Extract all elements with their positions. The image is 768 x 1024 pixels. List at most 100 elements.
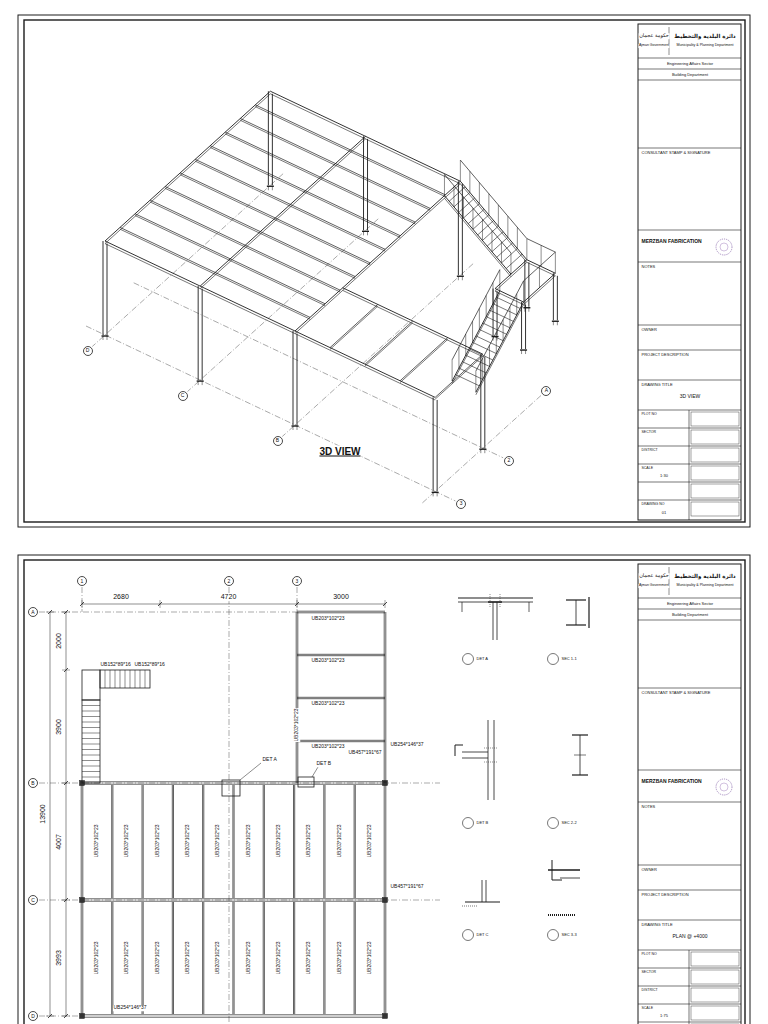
anchor-bolt	[433, 492, 434, 496]
joist	[354, 785, 355, 898]
main-beam	[82, 784, 385, 785]
stair-tread	[456, 375, 480, 386]
grid-label: D	[31, 1014, 35, 1019]
handrail-post	[526, 239, 527, 260]
main-beam	[82, 1014, 385, 1015]
member-size: UB203*102*23	[125, 824, 131, 858]
detail-bolt	[484, 762, 498, 763]
platform-beam	[297, 740, 385, 741]
company-name: MERZBAN FABRICATION	[641, 239, 702, 245]
steel-beam	[270, 91, 460, 181]
handrail-post	[541, 245, 542, 266]
detail-member	[494, 720, 495, 800]
title-block-field: NOTES	[641, 265, 656, 269]
steel-joist	[400, 339, 448, 382]
dimension: 2000	[55, 633, 63, 650]
title-block-rule	[638, 770, 741, 771]
detail-member	[488, 720, 489, 800]
member-size: UB203*102*23	[155, 824, 161, 858]
anchor-bolt	[363, 231, 364, 235]
grid-bubble: B	[28, 778, 38, 788]
joist	[263, 785, 264, 898]
steel-column	[198, 286, 199, 380]
stair-tread	[125, 670, 126, 688]
handrail-post	[460, 160, 461, 181]
title-block-field: NOTES	[641, 805, 656, 809]
member-size: UB203*102*23	[276, 941, 282, 975]
stair-tread	[82, 766, 100, 767]
grid-bubble-circle	[29, 1012, 38, 1021]
steel-column	[363, 136, 364, 230]
steel-joist	[240, 118, 430, 208]
dimension-tick	[297, 600, 298, 608]
grid-bubble-circle	[78, 577, 87, 586]
company-logo	[720, 783, 728, 791]
steel-beam	[270, 94, 460, 184]
dimension-line	[66, 612, 67, 1016]
joist	[203, 902, 204, 1014]
joist	[232, 785, 233, 898]
detail-plate	[465, 901, 500, 902]
title-block-rule	[638, 58, 741, 59]
steel-column	[462, 184, 463, 275]
title-block-rule	[638, 950, 741, 951]
member-size: UB203*102*23	[367, 824, 373, 858]
member-size: UB203*102*23	[307, 824, 313, 858]
title-block-text: Building Department	[671, 72, 708, 76]
handrail-post	[465, 334, 466, 355]
stair-landing	[82, 670, 100, 700]
member-size: UB203*102*23	[311, 616, 345, 622]
member-size: UB203*102*23	[294, 708, 300, 742]
member-size: UB203*102*23	[216, 824, 222, 858]
dimension: 13900	[39, 804, 47, 824]
stair-tread	[82, 711, 100, 712]
handrail-post	[498, 205, 499, 226]
title-block-field: SECTOR	[641, 971, 657, 975]
joist	[112, 902, 113, 1014]
steel-frame-3d	[102, 91, 559, 496]
handrail-post	[499, 270, 500, 291]
main-beam	[82, 781, 385, 782]
member-size: UB203*102*23	[276, 824, 282, 858]
grid-line	[187, 219, 378, 392]
title-block-rule	[638, 1022, 741, 1023]
title-block-rule	[638, 620, 741, 621]
stair-stringer	[460, 184, 527, 263]
stair-tread	[82, 716, 100, 717]
handrail-post	[555, 252, 556, 273]
detail-title: SEC 3-3	[561, 933, 577, 937]
grid-bubble-circle	[504, 456, 513, 465]
detail-bubble	[463, 818, 474, 829]
detail-bubble	[548, 654, 559, 665]
title-block-rule	[638, 410, 741, 411]
grid-label: C	[181, 393, 185, 398]
dimension-tick	[46, 612, 54, 613]
detail-member	[572, 734, 588, 735]
detail-callout: DET A	[262, 757, 277, 763]
title-block-field: SCALE	[641, 467, 653, 471]
detail-member	[493, 602, 494, 640]
handrail-post	[488, 194, 489, 215]
detail-member	[486, 880, 487, 902]
grid-bubble: A	[28, 607, 38, 617]
grid-line	[39, 1016, 82, 1017]
steel-column	[272, 94, 273, 185]
grid-line	[134, 283, 503, 458]
platform-beam	[297, 655, 385, 656]
stair-tread	[82, 722, 100, 723]
steel-column	[268, 91, 269, 185]
title-block-field: DISTRICT	[641, 449, 658, 453]
detail-title: SEC 2-2	[561, 821, 577, 825]
detail-member	[462, 602, 463, 612]
sheet-border	[18, 15, 750, 527]
stair-stringer	[452, 293, 500, 383]
steel-column	[202, 289, 203, 380]
member-size: UB203*102*23	[185, 941, 191, 975]
stair-tread	[82, 733, 100, 734]
detail-angle	[455, 745, 456, 756]
grid-line	[82, 587, 83, 612]
joist	[142, 902, 143, 1014]
company-name: MERZBAN FABRICATION	[641, 779, 702, 785]
grid-line	[282, 264, 473, 437]
joist	[355, 785, 356, 898]
